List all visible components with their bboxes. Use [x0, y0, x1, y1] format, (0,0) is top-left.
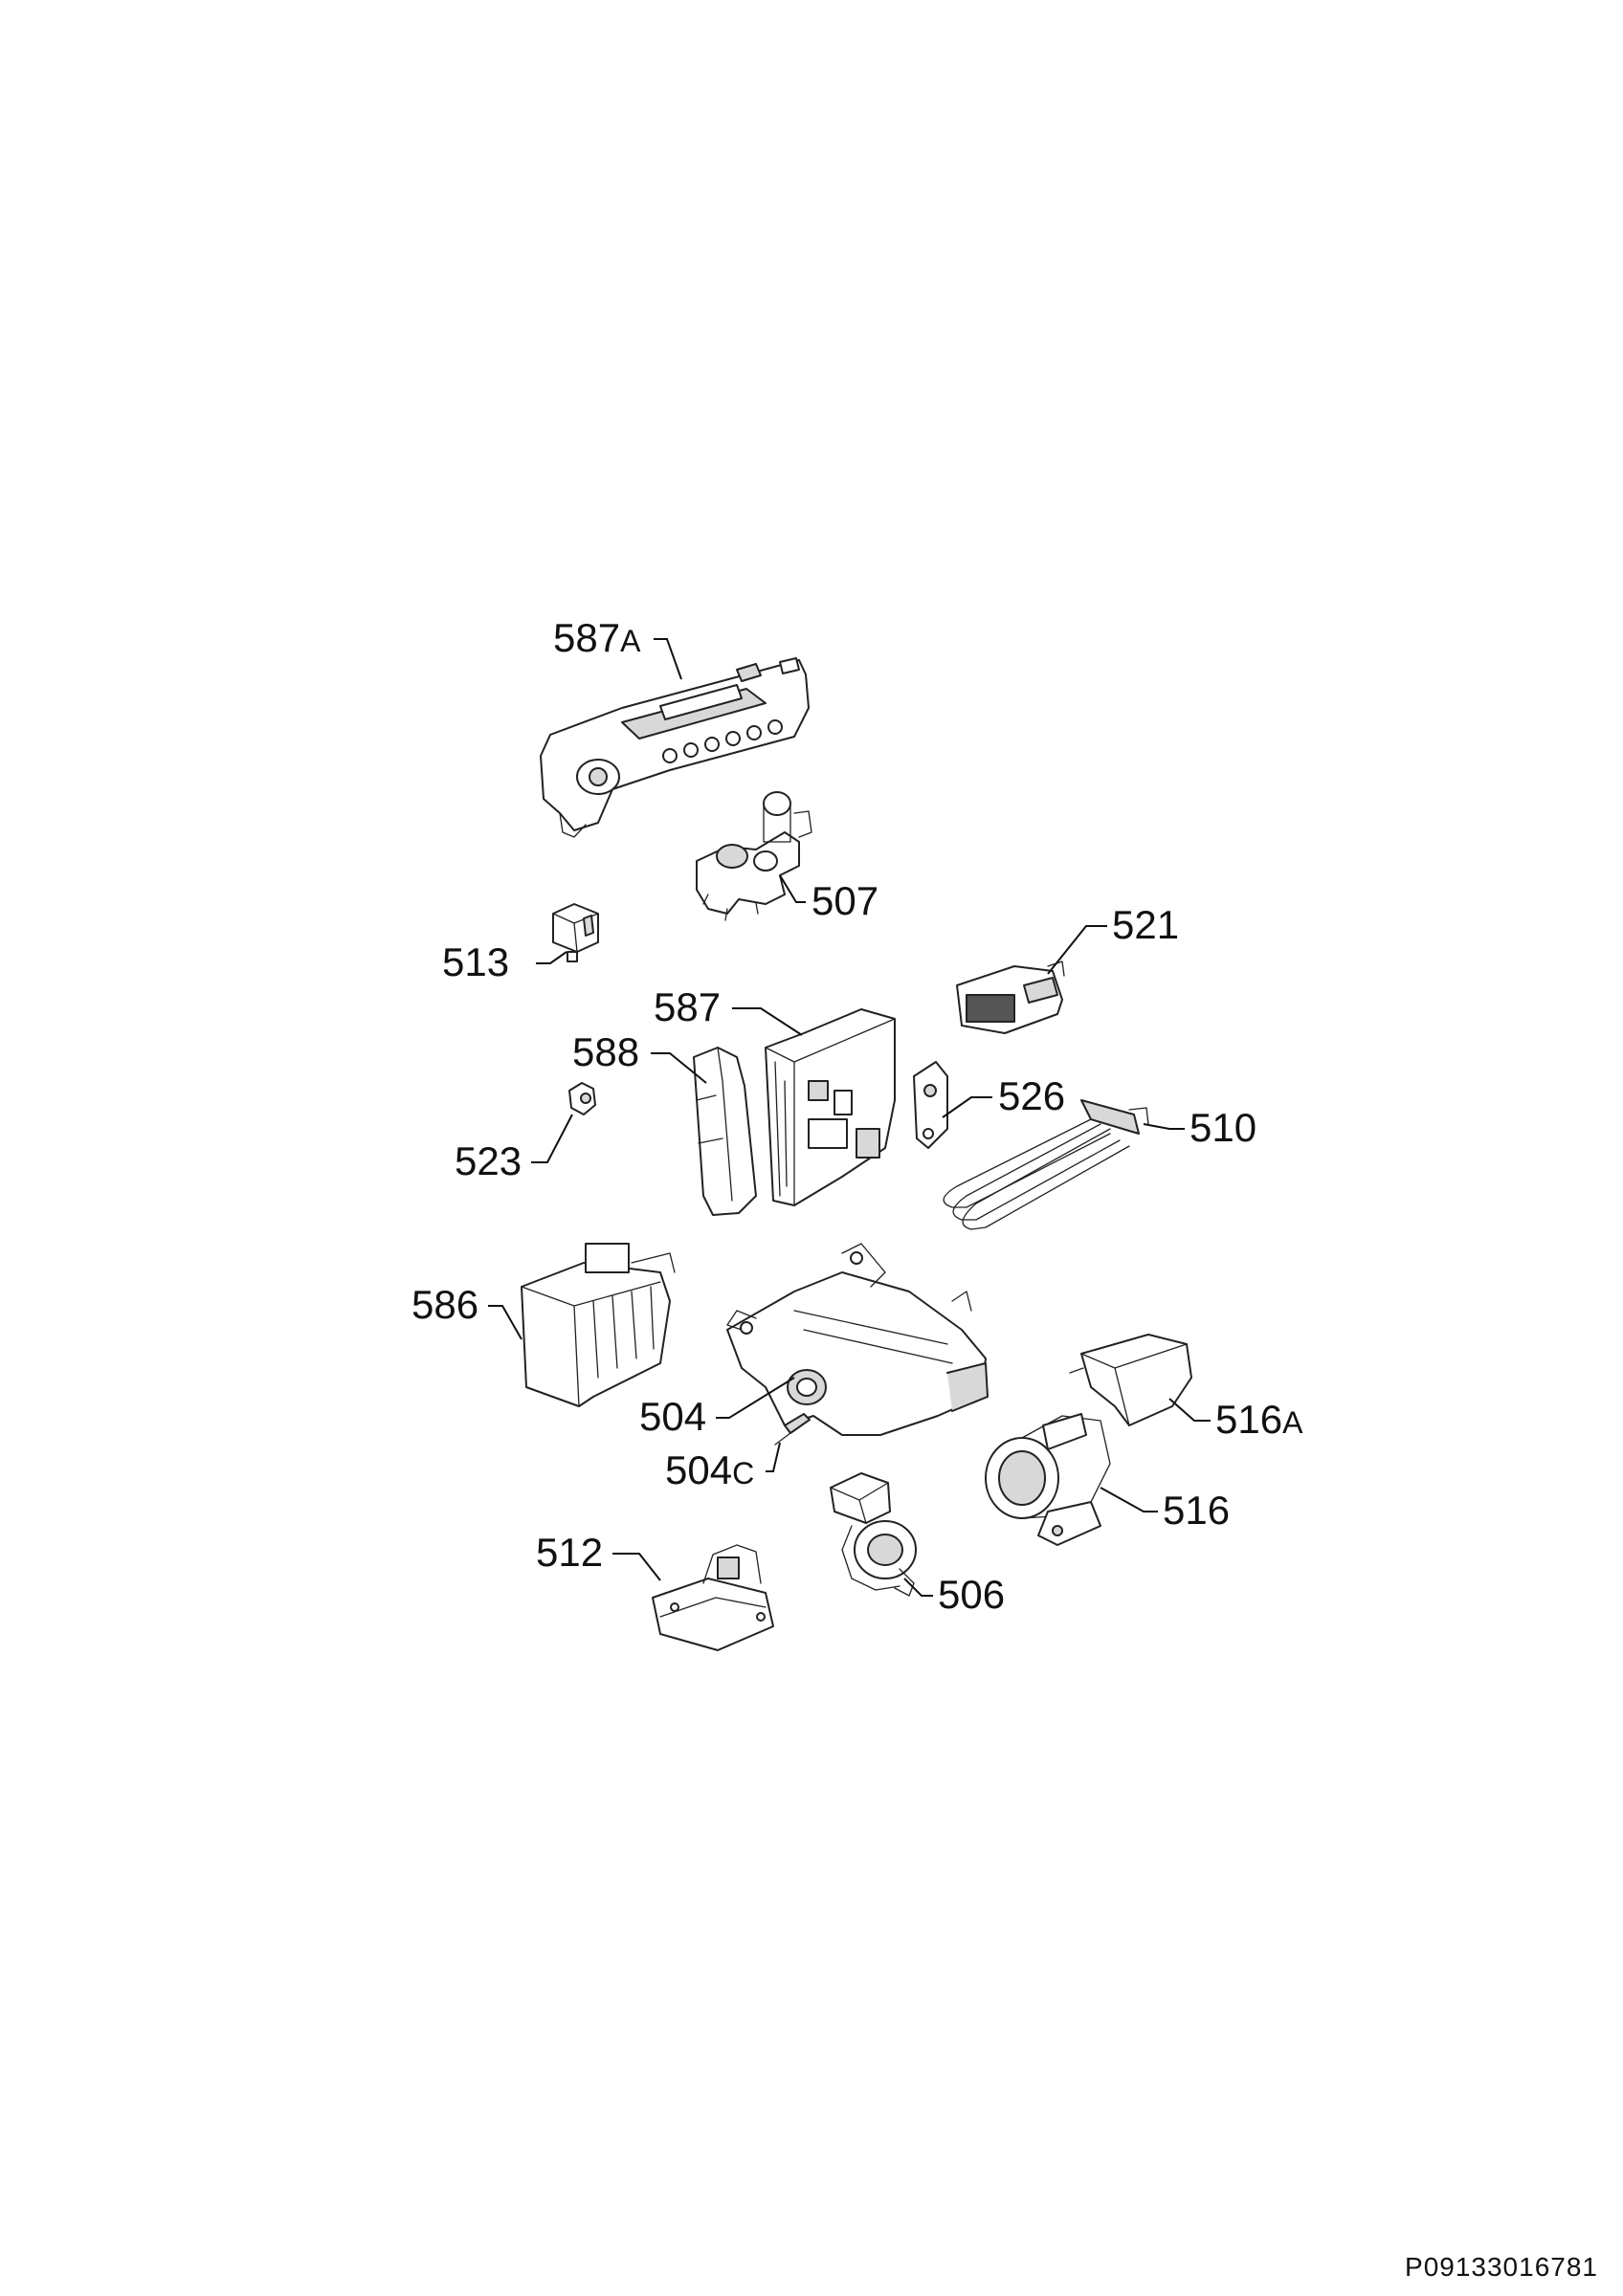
callout-512: 512 — [536, 1530, 603, 1575]
filter-module-part — [521, 1243, 676, 1407]
circulation-pump-part — [985, 1413, 1111, 1546]
callout-504: 504 — [639, 1394, 706, 1439]
drain-pump-part — [830, 1472, 917, 1597]
leader-lines — [488, 638, 1211, 1597]
pressure-switch-part — [552, 903, 599, 962]
control-board-part — [540, 657, 810, 838]
leader-521 — [1047, 925, 1107, 975]
callout-516: 516 — [1163, 1488, 1230, 1533]
motor-screw-part — [774, 1413, 811, 1446]
module-cover-part — [693, 1047, 757, 1216]
pump-cover-part — [1069, 1334, 1192, 1426]
heating-element-part — [943, 1099, 1149, 1230]
leader-516A — [1168, 1398, 1211, 1422]
water-level-sensor-part — [652, 1544, 774, 1651]
callout-526: 526 — [998, 1073, 1065, 1118]
callout-labels: 587A 507 513 521 587 588 526 510 523 586… — [411, 615, 1303, 1617]
door-interlock-part — [956, 960, 1065, 1034]
inlet-valve-part — [696, 791, 812, 921]
callout-586: 586 — [411, 1282, 478, 1327]
callout-521: 521 — [1112, 902, 1179, 947]
leader-586 — [488, 1305, 522, 1340]
callout-523: 523 — [455, 1138, 522, 1183]
callout-507: 507 — [812, 878, 878, 923]
leader-588 — [651, 1052, 707, 1084]
leader-504 — [716, 1377, 795, 1419]
callout-510: 510 — [1189, 1105, 1256, 1150]
leader-510 — [1143, 1123, 1185, 1130]
leader-587 — [732, 1007, 803, 1036]
leader-587A — [654, 638, 682, 680]
leader-513 — [536, 951, 567, 964]
leader-504C — [766, 1442, 781, 1472]
leader-507 — [779, 874, 806, 903]
motor-part — [726, 1243, 989, 1436]
leader-516 — [1100, 1487, 1158, 1512]
sensor-bracket-part — [913, 1061, 948, 1149]
power-module-part — [765, 1008, 896, 1206]
callout-587: 587 — [654, 984, 721, 1029]
callout-504C: 504C — [665, 1447, 754, 1492]
callout-588: 588 — [572, 1029, 639, 1074]
drawing-reference-code: P09133016781 — [1405, 2252, 1598, 2282]
leader-506 — [903, 1578, 933, 1597]
callout-516A: 516A — [1215, 1397, 1303, 1442]
leader-526 — [942, 1096, 992, 1118]
temperature-sensor-part — [568, 1082, 596, 1115]
callout-587A: 587A — [553, 615, 641, 660]
callout-513: 513 — [442, 939, 509, 984]
callout-506: 506 — [938, 1572, 1005, 1617]
leader-523 — [531, 1114, 573, 1163]
leader-512 — [612, 1553, 661, 1581]
